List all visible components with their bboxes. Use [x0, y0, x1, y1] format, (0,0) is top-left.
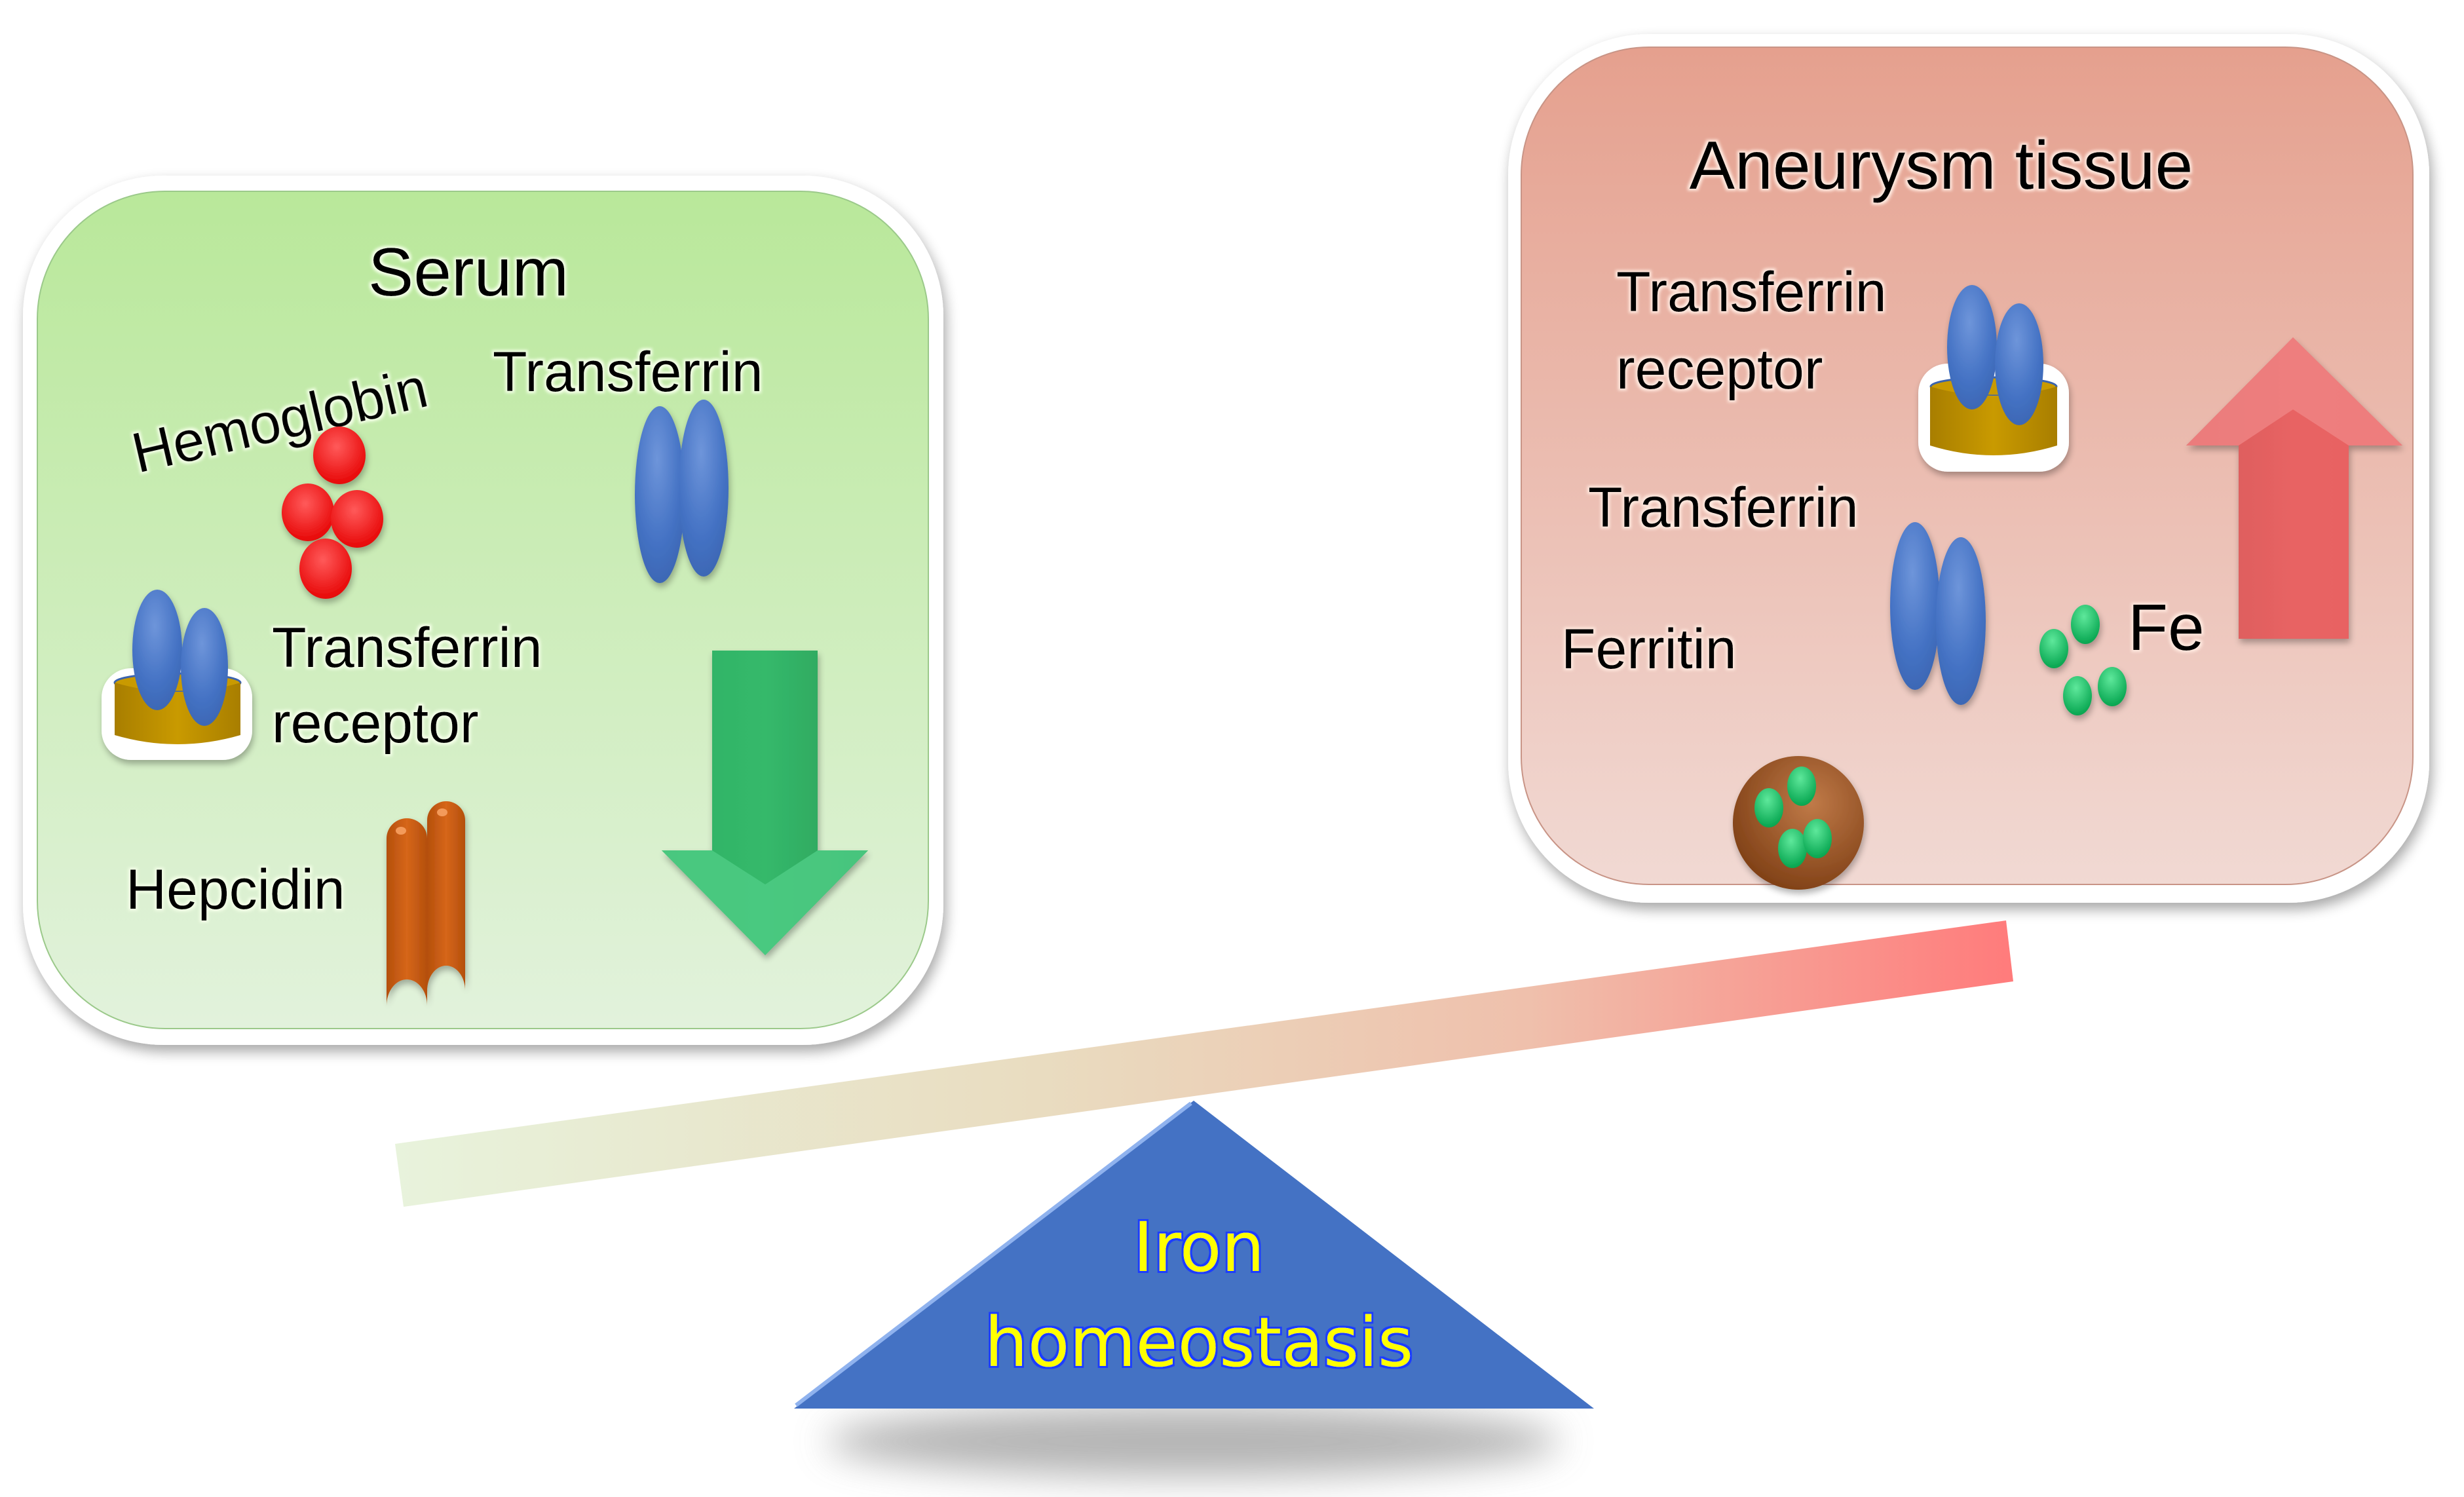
- iron-label: Fe: [2128, 591, 2205, 664]
- iron-particles-icon: [2039, 605, 2127, 715]
- serum-receptor-label-line2: receptor: [272, 692, 479, 755]
- aneurysm-receptor-label-line2: receptor: [1616, 338, 1823, 401]
- transferrin-icon: [1890, 522, 1986, 705]
- fulcrum-highlight: [795, 1101, 1192, 1407]
- serum-receptor-label-line1: Transferrin: [272, 616, 542, 679]
- aneurysm-transferrin-label: Transferrin: [1588, 476, 1859, 539]
- hepcidin-icon: [387, 801, 465, 1006]
- balance: Iron homeostasis: [395, 920, 2013, 1477]
- transferrin-receptor-icon: [102, 590, 252, 760]
- transferrin-receptor-icon: [1918, 285, 2069, 472]
- ferritin-label: Ferritin: [1561, 618, 1737, 681]
- fulcrum-shadow: [827, 1405, 1561, 1477]
- serum-title: Serum: [368, 235, 569, 311]
- hepcidin-label: Hepcidin: [126, 858, 345, 921]
- transferrin-icon: [635, 400, 729, 583]
- transferrin-label: Transferrin: [493, 341, 763, 404]
- fulcrum-triangle: [794, 1101, 1594, 1409]
- hemoglobin-icon: [282, 426, 383, 599]
- fulcrum-label-line2: homeostasis: [985, 1302, 1413, 1382]
- aneurysm-receptor-label-line1: Transferrin: [1616, 261, 1887, 324]
- serum-panel: Serum Hemoglobin Transferrin Transferrin…: [23, 176, 943, 1045]
- balance-beam: [395, 920, 2013, 1207]
- down-arrow-icon: [662, 651, 868, 955]
- ferritin-icon: [1733, 756, 1864, 890]
- aneurysm-title: Aneurysm tissue: [1690, 128, 2193, 204]
- aneurysm-panel: Aneurysm tissue Transferrin receptor Tra…: [1508, 34, 2429, 903]
- fulcrum-label-line1: Iron: [1133, 1207, 1265, 1287]
- up-arrow-icon: [2186, 337, 2402, 639]
